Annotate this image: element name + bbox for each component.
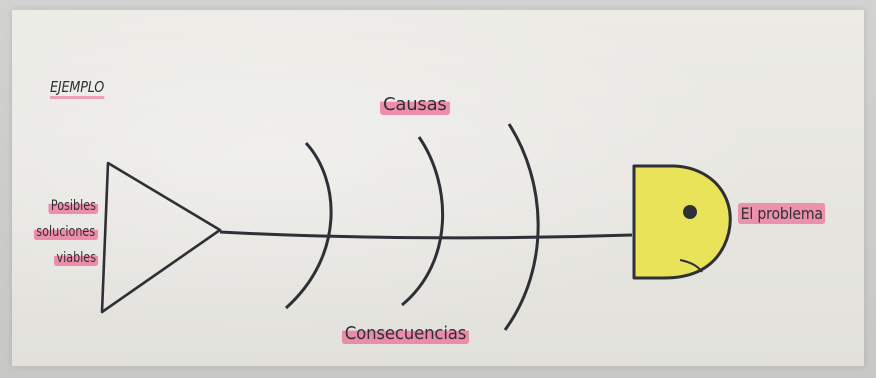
fish-spine xyxy=(219,230,633,240)
fish-mouth xyxy=(679,259,703,273)
solutions-label-line-2: soluciones xyxy=(34,224,98,240)
fish-eye xyxy=(683,205,697,219)
fish-bone-2 xyxy=(401,136,445,307)
fish-head xyxy=(632,164,732,280)
fish-bone-3 xyxy=(503,123,540,331)
example-label: EJEMPLO xyxy=(50,78,104,99)
solutions-label-line-3: viables xyxy=(53,250,98,266)
fish-bone-1 xyxy=(284,141,333,310)
fish-tail xyxy=(100,161,222,314)
consequences-label: Consecuencias xyxy=(342,323,469,344)
paper-sheet xyxy=(12,10,864,366)
solutions-label-line-1: Posibles xyxy=(48,198,98,214)
problem-label: El problema xyxy=(738,203,826,224)
causes-label: Causas xyxy=(380,94,450,115)
